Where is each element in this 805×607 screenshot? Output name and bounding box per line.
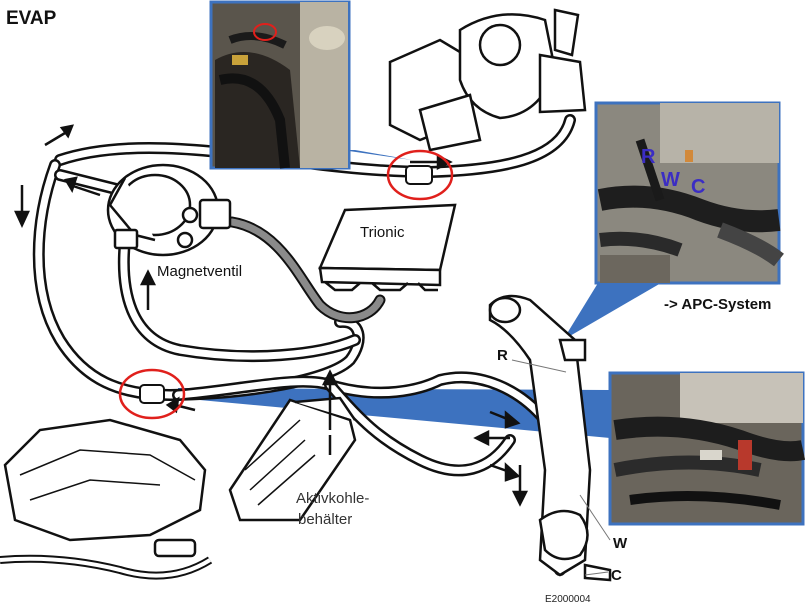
highlight-connector-top xyxy=(386,149,454,201)
photo-inset-bottom xyxy=(608,371,805,526)
photo-label-r: R xyxy=(641,146,656,168)
highlight-connector-bottom xyxy=(118,368,186,420)
magnetventil-label: Magnetventil xyxy=(157,263,243,280)
hose-r-label: R xyxy=(497,347,508,364)
magnetventil-valve xyxy=(106,163,232,257)
hose-w-label: W xyxy=(613,535,628,552)
throttle-body xyxy=(388,8,587,152)
photo-label-w: W xyxy=(661,169,680,191)
diagram-title: EVAP xyxy=(6,8,57,29)
trionic-label: Trionic xyxy=(360,224,405,241)
connectors xyxy=(139,165,433,404)
aktivkohle-canister xyxy=(228,396,357,522)
callout-wedge-top xyxy=(342,150,412,160)
photo-inset-apc xyxy=(594,101,784,285)
vacuum-hose xyxy=(226,216,386,324)
trionic-ecu xyxy=(318,203,457,292)
photo-inset-top xyxy=(209,0,351,170)
aktivkohle-label-line2: behälter xyxy=(298,511,353,528)
aktivkohle-label-line1: Aktivkohle- xyxy=(296,490,370,507)
apc-system-label: -> APC-System xyxy=(664,296,772,313)
flow-arrows xyxy=(14,124,529,507)
filler-neck xyxy=(488,294,612,582)
hose-c-label: C xyxy=(611,567,622,584)
figure-code: E2000004 xyxy=(545,594,591,605)
fuel-tank xyxy=(0,418,213,580)
hose-pointer-lines xyxy=(511,359,611,576)
callout-wedge-apc xyxy=(563,283,661,340)
callout-wedge-bottom xyxy=(178,388,610,438)
highlight-circles xyxy=(118,149,454,420)
photo-label-c: C xyxy=(691,176,706,198)
